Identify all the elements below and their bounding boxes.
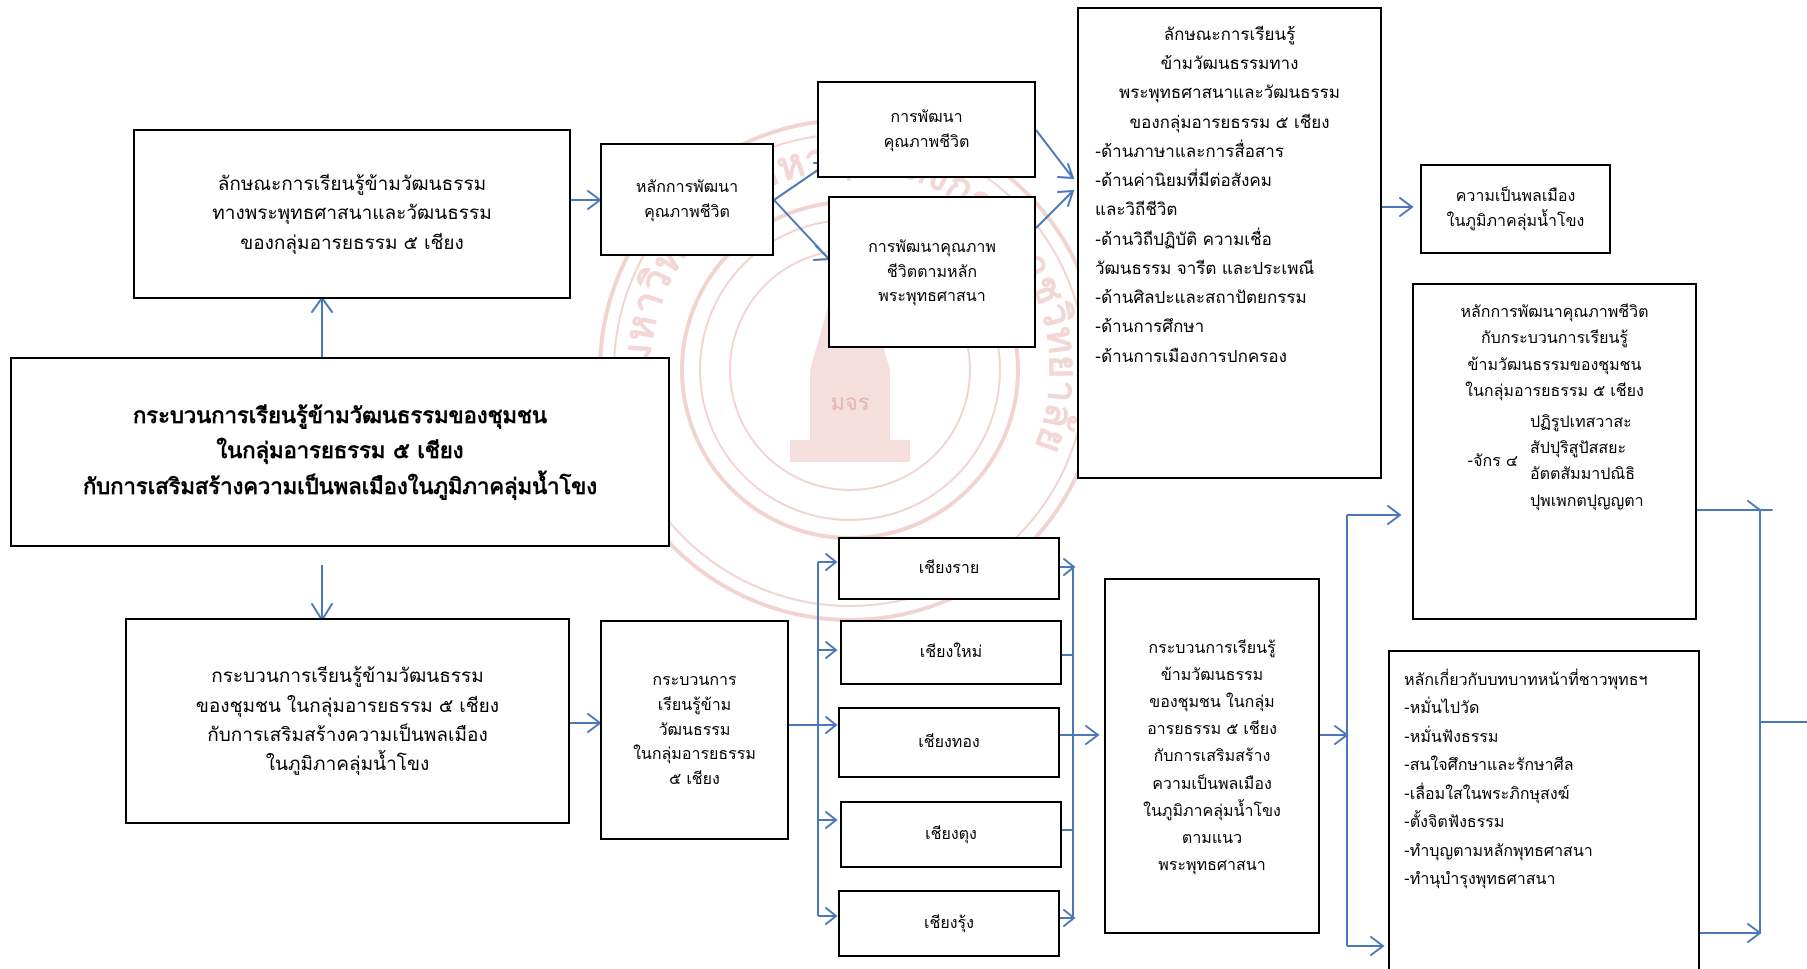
result-line: ในภูมิภาคลุ่มน้ำโขง [1143, 800, 1281, 820]
char-item: -ด้านศิลปะและสถาปัตยกรรม [1095, 288, 1307, 309]
duty-item: -สนใจศึกษาและรักษาศีล [1404, 755, 1574, 775]
char-items-list: -ด้านภาษาและการสื่อสาร -ด้านค่านิยมที่มี… [1079, 138, 1314, 372]
chakra-item: อัตตสัมมาปณิธิ [1530, 464, 1635, 484]
chakra-items: ปฏิรูปเทสวาสะ สัปปุริสูปัสสยะ อัตตสัมมาป… [1526, 409, 1644, 515]
char-item: -ด้านการเมืองการปกครอง [1095, 346, 1287, 367]
result-line: ความเป็นพลเมือง [1152, 773, 1272, 793]
duty-item: -ทำบุญตามหลักพุทธศาสนา [1404, 840, 1593, 860]
chakra-label: -จักร ๔ [1467, 451, 1518, 471]
char-heading-2: ข้ามวัฒนธรรมทาง [1160, 54, 1299, 75]
top-box-line-3: ของกลุ่มอารยธรรม ๕ เชียง [240, 231, 464, 254]
char-item: -ด้านวิถีปฏิบัติ ความเชื่อ [1095, 229, 1272, 250]
process-line-3: วัฒนธรรม [658, 719, 731, 739]
process-line-1: กระบวนการ [652, 670, 737, 689]
process-line-4: ในกลุ่มอารยธรรม [633, 744, 756, 764]
char-item: -ด้านค่านิยมที่มีต่อสังคม [1095, 171, 1272, 192]
quality-of-life-box: การพัฒนา คุณภาพชีวิต [817, 81, 1036, 178]
top-box-line-1: ลักษณะการเรียนรู้ข้ามวัฒนธรรม [217, 172, 487, 195]
citizenship-line-1: ความเป็นพลเมือง [1455, 186, 1576, 206]
city-label: เชียงทอง [918, 732, 980, 752]
duty-item: -หมั่นไปวัด [1404, 698, 1480, 718]
bottom-box-line-2: ของชุมชน ในกลุ่มอารยธรรม ๕ เชียง [195, 694, 500, 717]
buddhist-dev-line-3: พระพุทธศาสนา [878, 286, 986, 306]
citizenship-box: ความเป็นพลเมือง ในภูมิภาคลุ่มน้ำโขง [1420, 164, 1611, 254]
duties-heading: หลักเกี่ยวกับบทบาทหน้าที่ชาวพุทธฯ [1404, 670, 1648, 689]
main-title-box: กระบวนการเรียนรู้ข้ามวัฒนธรรมของชุมชน ใน… [10, 357, 670, 547]
char-heading-1: ลักษณะการเรียนรู้ [1163, 25, 1296, 45]
principle-heading-4: ในกลุ่มอารยธรรม ๕ เชียง [1465, 381, 1644, 401]
dev-principle-box: หลักการพัฒนา คุณภาพชีวิต [600, 143, 774, 256]
duty-item: -เลื่อมใสในพระภิกษุสงฆ์ [1404, 783, 1570, 803]
city-chiang-mai: เชียงใหม่ [840, 620, 1062, 685]
city-chiang-tung: เชียงตุง [840, 801, 1062, 868]
chakra-item: ปุพเพกตปุญญตา [1530, 490, 1644, 510]
buddhist-duties-box: หลักเกี่ยวกับบทบาทหน้าที่ชาวพุทธฯ -หมั่น… [1388, 650, 1700, 969]
city-chiang-rai: เชียงราย [838, 537, 1060, 600]
city-label: เชียงใหม่ [919, 642, 983, 662]
quality-line-2: คุณภาพชีวิต [883, 131, 970, 151]
chakra-item: สัปปุริสูปัสสยะ [1530, 437, 1627, 457]
city-label: เชียงรุ้ง [924, 913, 974, 933]
learning-process-summary-box: กระบวนการเรียนรู้ข้ามวัฒนธรรม ของชุมชน ใ… [125, 618, 570, 824]
buddhist-dev-line-2: ชีวิตตามหลัก [886, 261, 978, 281]
result-line: ตามแนว [1181, 827, 1243, 847]
bottom-box-line-4: ในภูมิภาคลุ่มน้ำโขง [265, 753, 430, 776]
buddhist-dev-line-1: การพัฒนาคุณภาพ [868, 236, 996, 256]
city-chiang-rung: เชียงรุ้ง [838, 890, 1060, 957]
principle-heading-3: ข้ามวัฒนธรรมของชุมชน [1467, 354, 1642, 374]
top-box-line-2: ทางพระพุทธศาสนาและวัฒนธรรม [212, 202, 492, 225]
quality-line-1: การพัฒนา [890, 106, 963, 126]
learning-process-box: กระบวนการ เรียนรู้ข้าม วัฒนธรรม ในกลุ่มอ… [600, 620, 789, 840]
result-line: ข้ามวัฒนธรรม [1160, 664, 1264, 684]
duty-item: -ตั้งจิตฟังธรรม [1404, 812, 1505, 832]
char-item: -ด้านภาษาและการสื่อสาร [1095, 141, 1284, 162]
dev-principle-line-1: หลักการพัฒนา [635, 176, 739, 196]
principle-chakra-box: หลักการพัฒนาคุณภาพชีวิต กับกระบวนการเรีย… [1412, 283, 1697, 620]
principle-heading-1: หลักการพัฒนาคุณภาพชีวิต [1460, 302, 1649, 321]
char-item: -ด้านการศึกษา [1095, 317, 1205, 338]
city-label: เชียงราย [918, 558, 980, 578]
city-chiang-thong: เชียงทอง [838, 707, 1060, 778]
result-line: อารยธรรม ๕ เชียง [1147, 719, 1277, 739]
citizenship-line-2: ในภูมิภาคลุ่มน้ำโขง [1446, 211, 1585, 230]
dev-principle-line-2: คุณภาพชีวิต [644, 201, 730, 221]
chakra-group: -จักร ๔ ปฏิรูปเทสวาสะ สัปปุริสูปัสสยะ อั… [1414, 409, 1695, 515]
characteristics-detail-box: ลักษณะการเรียนรู้ ข้ามวัฒนธรรมทาง พระพุท… [1077, 7, 1382, 479]
city-label: เชียงตุง [925, 824, 977, 844]
bottom-box-line-3: กับการเสริมสร้างความเป็นพลเมือง [207, 724, 488, 746]
result-line: กับการเสริมสร้าง [1153, 746, 1271, 766]
process-line-2: เรียนรู้ข้าม [657, 694, 732, 714]
principle-heading-2: กับกระบวนการเรียนรู้ [1480, 328, 1629, 348]
duty-item: -ทำนุบำรุงพุทธศาสนา [1404, 869, 1556, 889]
char-item: วัฒนธรรม จารีต และประเพณี [1095, 258, 1315, 279]
process-line-5: ๕ เชียง [669, 769, 720, 789]
buddhist-development-box: การพัฒนาคุณภาพ ชีวิตตามหลัก พระพุทธศาสนา [828, 196, 1036, 348]
characteristics-summary-box: ลักษณะการเรียนรู้ข้ามวัฒนธรรม ทางพระพุทธ… [133, 129, 571, 299]
result-line: กระบวนการเรียนรู้ [1148, 637, 1276, 657]
char-item: และวิถีชีวิต [1095, 200, 1178, 221]
main-title-line-2: ในกลุ่มอารยธรรม ๕ เชียง [216, 439, 464, 465]
result-line: ของชุมชน ในกลุ่ม [1149, 692, 1275, 712]
bottom-box-line-1: กระบวนการเรียนรู้ข้ามวัฒนธรรม [211, 665, 484, 688]
char-heading-3: พระพุทธศาสนาและวัฒนธรรม [1118, 83, 1340, 104]
process-result-box: กระบวนการเรียนรู้ ข้ามวัฒนธรรม ของชุมชน … [1104, 578, 1320, 934]
char-heading-4: ของกลุ่มอารยธรรม ๕ เชียง [1129, 112, 1330, 133]
chakra-item: ปฏิรูปเทสวาสะ [1530, 411, 1632, 431]
result-line: พระพุทธศาสนา [1158, 855, 1266, 875]
main-title-line-3: กับการเสริมสร้างความเป็นพลเมืองในภูมิภาค… [82, 474, 598, 500]
duty-item: -หมั่นฟังธรรม [1404, 726, 1499, 746]
main-title-line-1: กระบวนการเรียนรู้ข้ามวัฒนธรรมของชุมชน [132, 404, 547, 430]
